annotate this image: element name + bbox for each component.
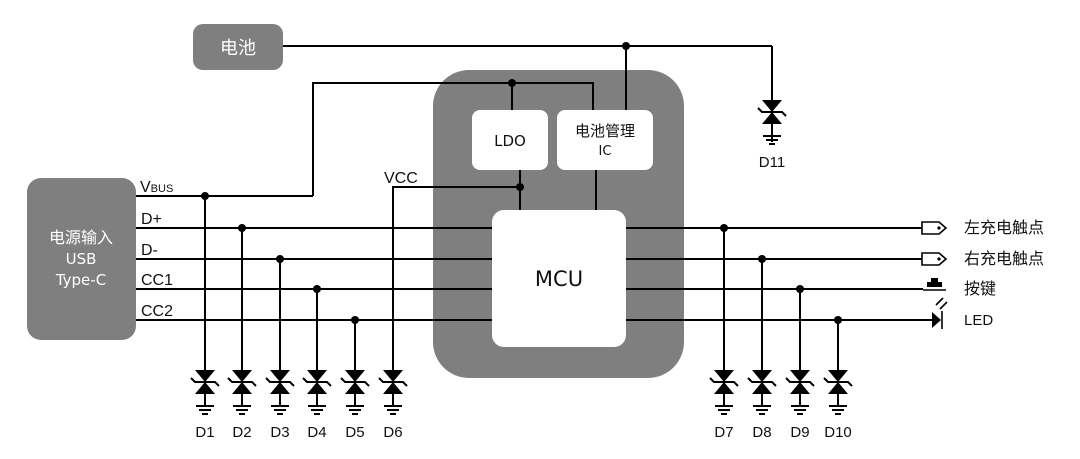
- diode-label-d2: D2: [232, 424, 251, 441]
- wire-vbus-route: [312, 82, 594, 196]
- diode-label-d1: D1: [195, 424, 214, 441]
- power-input-label-line1: 电源输入: [49, 228, 113, 247]
- power-input-block: [27, 178, 136, 340]
- diode-label-d7: D7: [714, 424, 733, 441]
- battery-management-ic-label-line2: IC: [599, 144, 612, 159]
- power-input-label-line2: USB: [66, 250, 97, 268]
- tvs-diode-d2: D2: [227, 228, 257, 441]
- tvs-diode-d10: D10: [823, 320, 853, 441]
- net-label-cc1: CC1: [141, 272, 173, 289]
- tvs-diodes: D1 D2 D3 D4 D5 D6 D7 D8 D9 D10 D11: [190, 46, 853, 441]
- tvs-diode-d1: D1: [190, 196, 220, 441]
- battery-management-ic-label-line1: 电池管理: [575, 122, 635, 140]
- tvs-diode-d9: D9: [785, 289, 815, 441]
- net-label-vbus: VBUS: [140, 179, 173, 196]
- tvs-diode-d8: D8: [747, 259, 777, 441]
- tvs-diode-d4: D4: [302, 289, 332, 441]
- diode-label-d9: D9: [790, 424, 809, 441]
- net-label-vcc: VCC: [384, 170, 418, 187]
- diode-label-d4: D4: [307, 424, 326, 441]
- power-input-label-line3: Type-C: [55, 271, 106, 289]
- mcu-block: [492, 210, 626, 347]
- net-label-cc2: CC2: [141, 303, 173, 320]
- tvs-diode-d11: D11: [757, 46, 787, 171]
- battery-block: [193, 24, 283, 70]
- button-icon: [923, 278, 946, 291]
- net-label-dplus: D+: [141, 211, 162, 228]
- contact-icon-left: [921, 221, 948, 235]
- diode-label-d6: D6: [383, 424, 402, 441]
- output-label-button: 按键: [964, 280, 996, 298]
- ldo-block: [472, 110, 548, 170]
- tvs-diode-d6: D6: [378, 366, 408, 441]
- diode-label-d8: D8: [752, 424, 771, 441]
- tvs-diode-d3: D3: [265, 259, 295, 441]
- net-label-dminus: D-: [141, 242, 158, 259]
- led-icon: [932, 297, 948, 329]
- output-symbols: [921, 221, 948, 329]
- wires: [136, 45, 932, 366]
- tvs-diode-d5: D5: [340, 320, 370, 441]
- battery-label: 电池: [220, 38, 256, 59]
- wire-vcc: [392, 186, 520, 366]
- ldo-label: LDO: [494, 132, 526, 150]
- diode-label-d3: D3: [270, 424, 289, 441]
- output-label-left-contact: 左充电触点: [964, 219, 1044, 237]
- output-label-led: LED: [964, 312, 993, 329]
- diode-label-d5: D5: [345, 424, 364, 441]
- diode-label-d10: D10: [824, 424, 852, 441]
- contact-icon-right: [921, 252, 948, 266]
- output-label-right-contact: 右充电触点: [964, 250, 1044, 268]
- battery-management-ic-block: [557, 110, 653, 170]
- mcu-label: MCU: [535, 267, 583, 291]
- tvs-diode-d7: D7: [709, 228, 739, 441]
- diode-label-d11: D11: [759, 154, 785, 171]
